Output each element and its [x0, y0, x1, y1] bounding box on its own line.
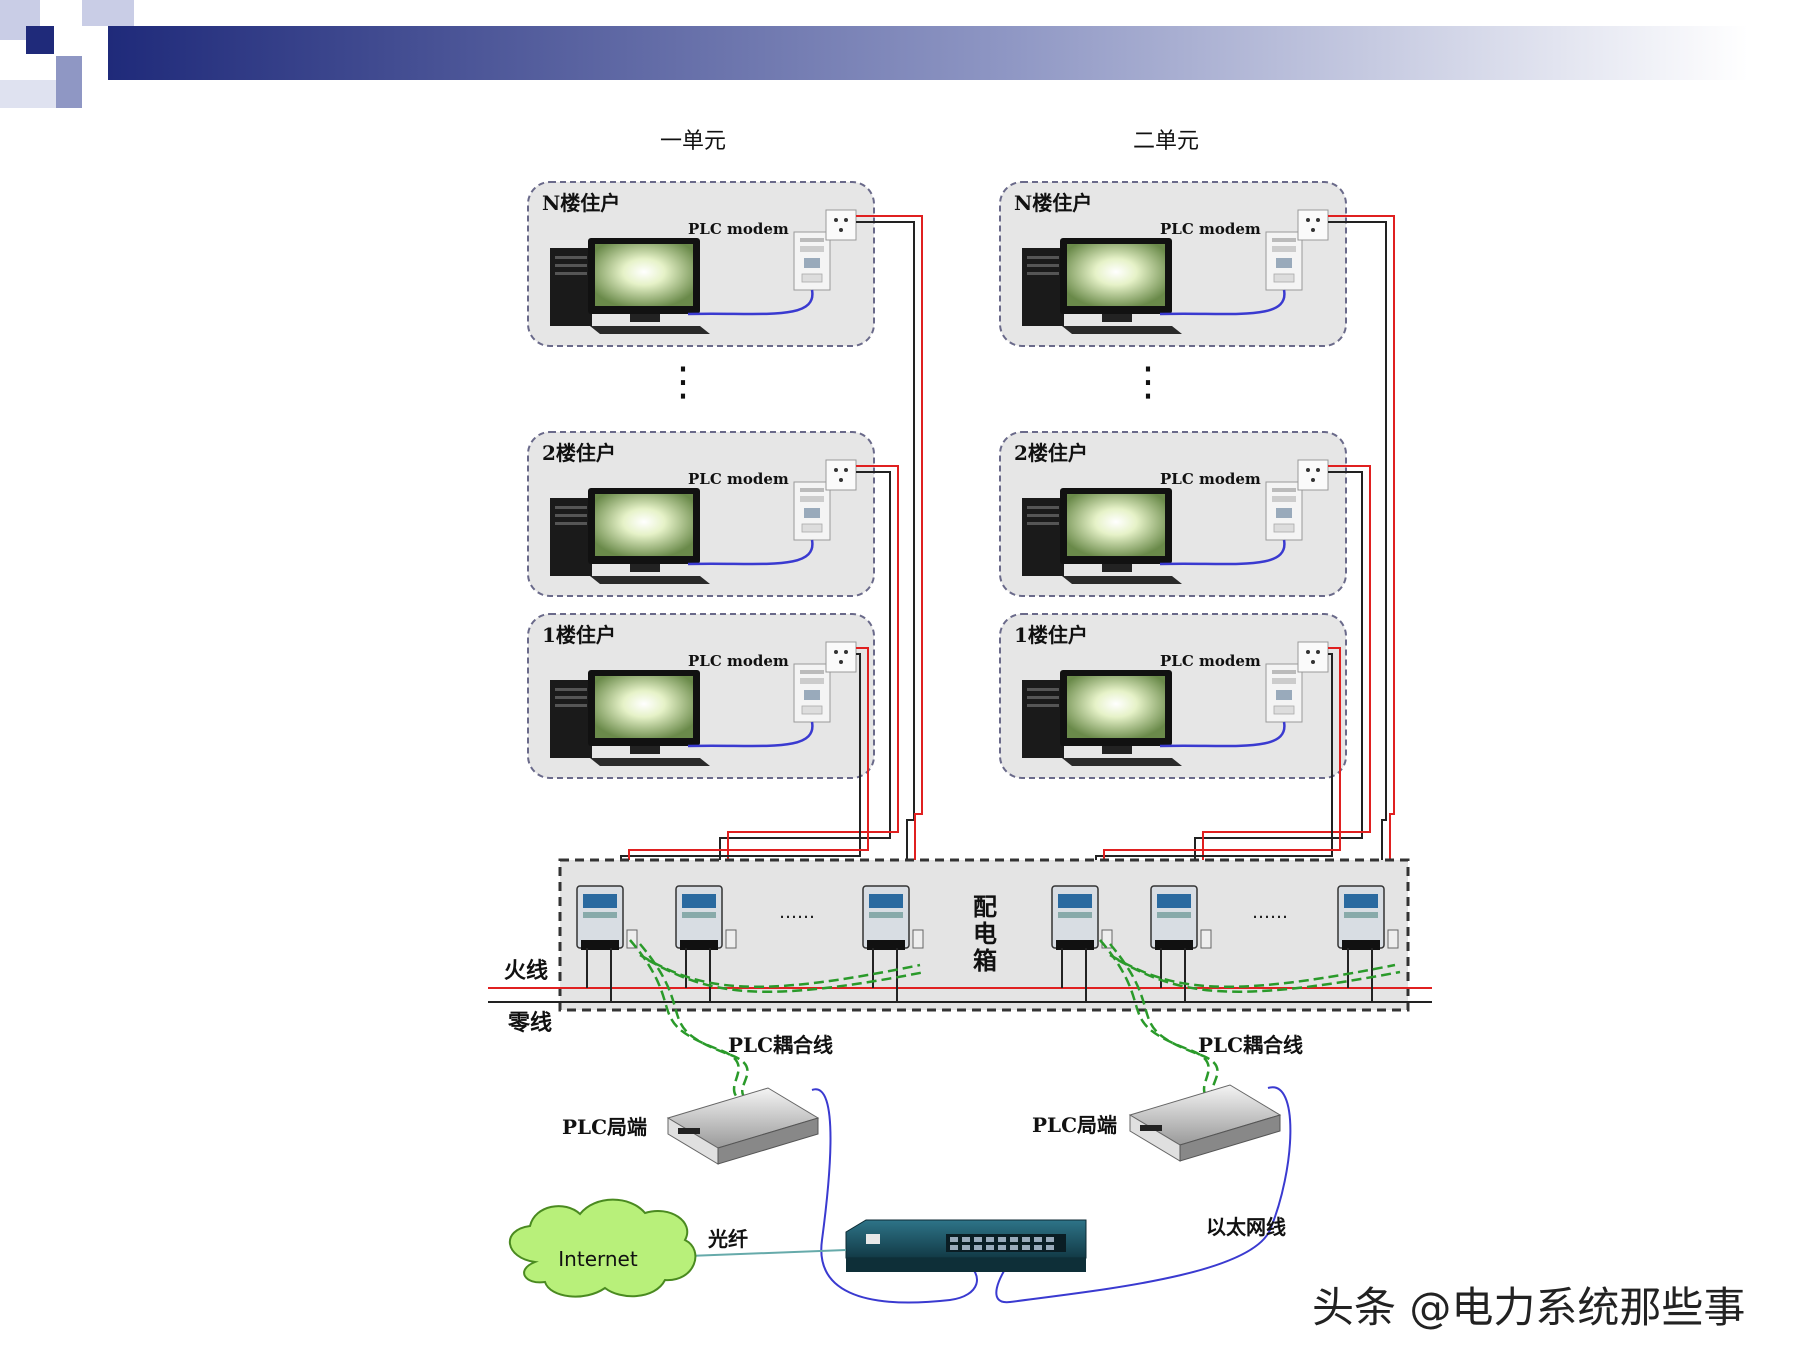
floor-label: 1楼住户	[1014, 623, 1088, 647]
modem-label: PLC modem	[688, 652, 789, 670]
internet-cloud	[509, 1198, 697, 1298]
live-wire-label: 火线	[504, 958, 548, 984]
distribution-box-char-2: 箱	[973, 946, 997, 975]
modem-label: PLC modem	[688, 220, 789, 238]
plc-head-right	[1128, 1084, 1282, 1162]
neutral-wire-label: 零线	[507, 1010, 552, 1036]
ethernet-cable	[1159, 539, 1286, 566]
plc-head-left	[666, 1087, 820, 1165]
floor-label: N楼住户	[542, 191, 620, 215]
modem-label: PLC modem	[1160, 652, 1261, 670]
electric-meter-icon	[1051, 885, 1113, 1002]
unit-1-title: 一单元	[660, 129, 726, 154]
ethernet-switch	[845, 1219, 1087, 1272]
household-panel-u1-f2: 1楼住户 PLC modem	[527, 613, 875, 779]
electric-meter-icon	[1337, 885, 1399, 1002]
household-panel-u1-f0: N楼住户 PLC modem	[527, 181, 875, 347]
distribution-box-char-1: 电	[973, 919, 997, 948]
fiber-line	[687, 1249, 847, 1257]
unit-2-title: 二单元	[1133, 129, 1199, 154]
floor-ellipsis-unit-2: ⋮	[1128, 359, 1168, 405]
floor-label: 1楼住户	[542, 623, 616, 647]
ethernet-cable	[1159, 721, 1286, 748]
ethernet-cable	[1159, 289, 1286, 316]
ethernet-label: 以太网线	[1206, 1215, 1286, 1239]
household-panel-u2-f1: 2楼住户 PLC modem	[999, 431, 1347, 597]
watermark: 头条 @电力系统那些事	[1312, 1283, 1745, 1332]
distribution-box-label: 配 电 箱	[973, 892, 997, 975]
modem-label: PLC modem	[1160, 470, 1261, 488]
floor-label: 2楼住户	[1014, 441, 1088, 465]
ethernet-cables	[811, 1086, 1292, 1304]
electric-meter-icon	[576, 885, 638, 1002]
floor-ellipsis-unit-1: ⋮	[663, 359, 703, 405]
household-panel-u1-f1: 2楼住户 PLC modem	[527, 431, 875, 597]
distribution-box-char-0: 配	[973, 892, 997, 921]
ethernet-cable	[687, 721, 814, 748]
internet-label: Internet	[558, 1247, 638, 1271]
household-panel-u2-f0: N楼住户 PLC modem	[999, 181, 1347, 347]
plc-head-label-right: PLC局端	[1032, 1113, 1117, 1137]
meter-ellipsis-left: ……	[779, 902, 815, 923]
fiber-label: 光纤	[707, 1227, 748, 1251]
floor-label: 2楼住户	[542, 441, 616, 465]
electric-meters	[576, 885, 1399, 1002]
ethernet-cable	[687, 289, 814, 316]
riser-wire	[856, 215, 923, 948]
meter-ellipsis-right: ……	[1252, 902, 1288, 923]
plc-head-label-left: PLC局端	[562, 1115, 647, 1139]
electric-meter-icon	[675, 885, 737, 1002]
coupling-line-label-left: PLC耦合线	[728, 1033, 833, 1057]
household-panel-u2-f2: 1楼住户 PLC modem	[999, 613, 1347, 779]
modem-label: PLC modem	[1160, 220, 1261, 238]
header-decoration	[0, 0, 1748, 108]
coupling-lines	[629, 939, 1401, 1102]
coupling-line-label-right: PLC耦合线	[1198, 1033, 1303, 1057]
floor-label: N楼住户	[1014, 191, 1092, 215]
modem-label: PLC modem	[688, 470, 789, 488]
ethernet-cable	[687, 539, 814, 566]
